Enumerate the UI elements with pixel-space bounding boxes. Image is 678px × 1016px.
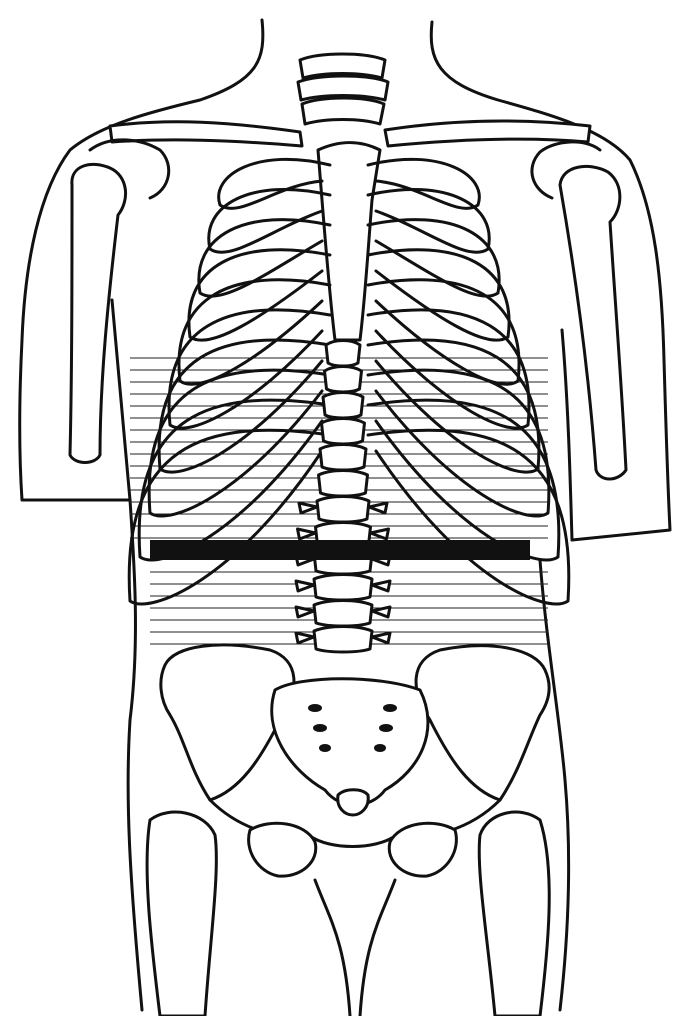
sacrum [272,679,428,805]
transverse-process [369,503,387,513]
transverse-process [372,633,390,643]
obturator-left [249,823,316,876]
vertebra [325,367,362,393]
cervical-spine [298,54,388,124]
arm-left-inner [112,300,130,500]
neck-right-contour [431,22,670,540]
obturator-right [389,823,456,876]
vertebra [314,575,372,601]
groin-line [315,880,350,1016]
femur-right [479,812,549,1016]
transverse-process [296,581,314,591]
arm-right-inner [562,330,572,540]
sternum [318,143,380,341]
humerus-left [70,164,126,462]
transverse-process [299,503,317,513]
rib-left [199,220,330,297]
transverse-process [296,633,314,643]
femur-left [147,812,216,1016]
vertebra [320,445,366,471]
vertebra [314,627,372,653]
spine-column [296,341,390,653]
vertebra [326,341,360,367]
coccyx [338,790,369,815]
iliac-crest-right [416,646,549,800]
rib-right [368,370,549,516]
rib-right [368,220,499,297]
humerus-right [560,166,626,479]
femurs [147,812,549,1016]
vertebra [319,471,368,497]
rib-left [149,370,330,516]
vertebra [323,393,363,419]
vertebra [317,497,369,523]
waist-band [150,540,530,560]
vertebra [314,601,372,627]
transverse-process [372,581,390,591]
vertebra [322,419,365,445]
